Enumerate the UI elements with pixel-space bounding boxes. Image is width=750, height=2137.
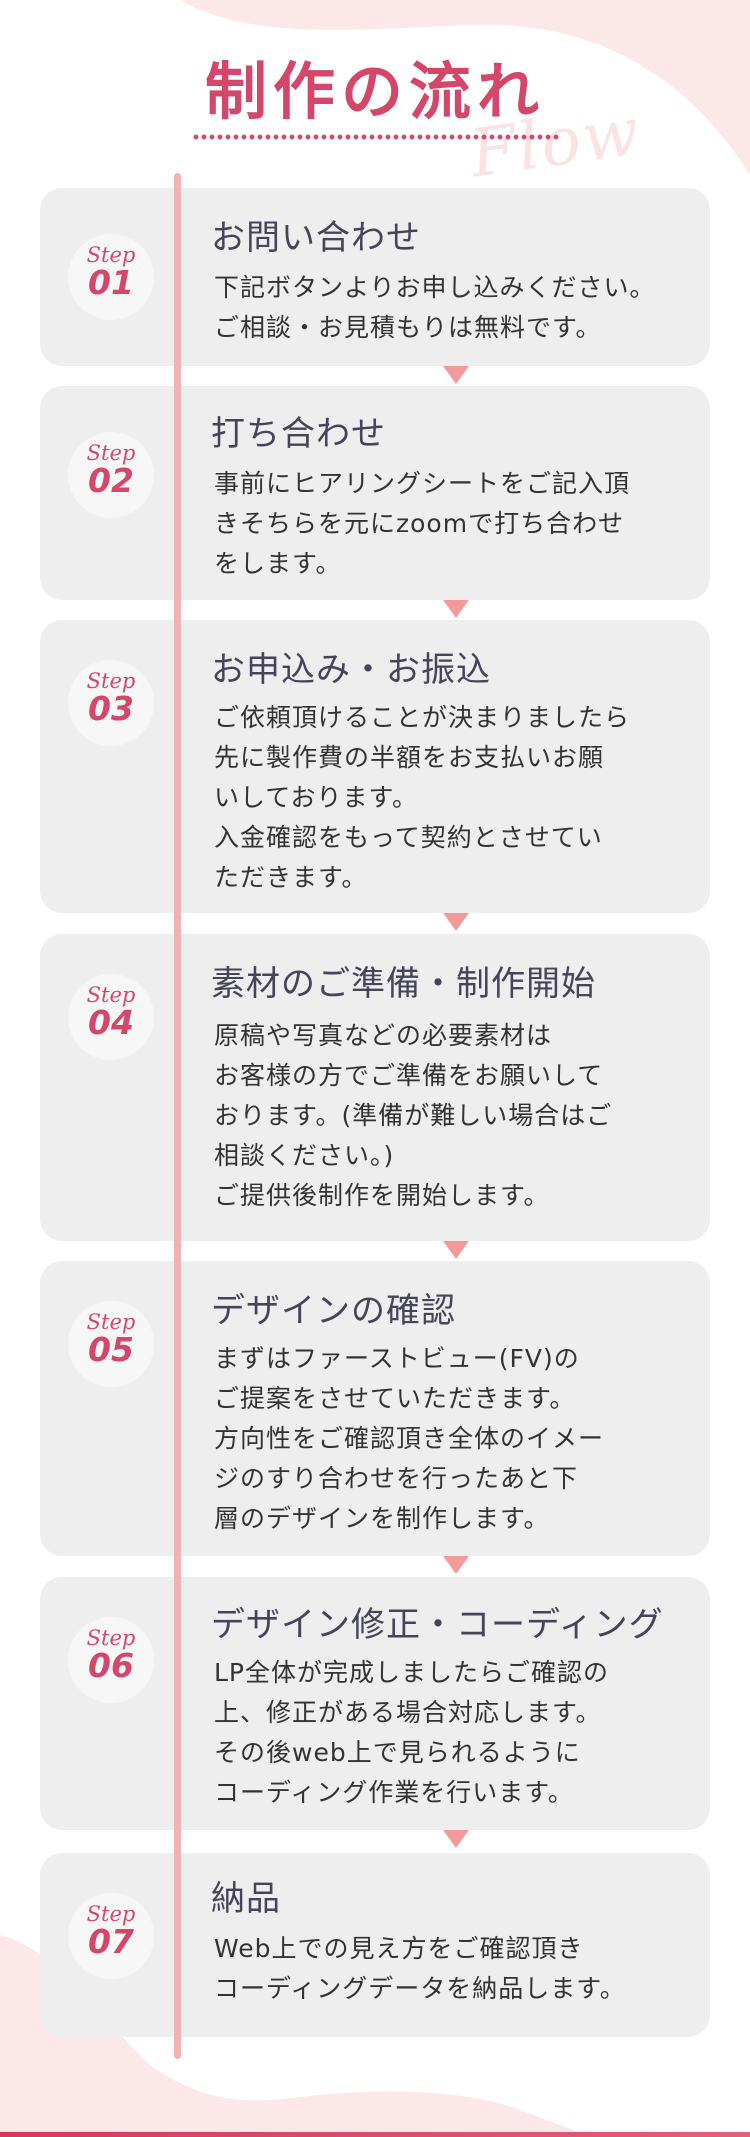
bottom-accent-bar	[0, 2132, 750, 2137]
down-arrow-icon	[443, 913, 469, 931]
step-card-05: Step 05 デザインの確認 まずはファーストビュー(FV)の ご提案をさせて…	[40, 1261, 710, 1556]
step-label: Step	[86, 1626, 136, 1650]
step-badge: Step 01	[68, 234, 154, 320]
step-card-07: Step 07 納品 Web上での見え方をご確認頂き コーディングデータを納品し…	[40, 1853, 710, 2037]
step-description: LP全体が完成しましたらご確認の 上、修正がある場合対応します。 その後web上…	[214, 1658, 610, 1807]
down-arrow-icon	[443, 1556, 469, 1574]
step-description: 原稿や写真などの必要素材は お客様の方でご準備をお願いして おります。(準備が難…	[214, 1021, 613, 1210]
step-title: デザイン修正・コーディング	[211, 1605, 664, 1645]
timeline-line	[174, 173, 181, 2059]
step-title: 打ち合わせ	[211, 414, 386, 454]
header: 制作の流れ	[0, 52, 750, 132]
step-label: Step	[86, 669, 136, 693]
step-description: まずはファーストビュー(FV)の ご提案をさせていただきます。 方向性をご確認頂…	[214, 1344, 605, 1533]
step-label: Step	[86, 1902, 136, 1926]
step-description: 下記ボタンよりお申し込みください。 ご相談・お見積もりは無料です。	[214, 273, 656, 342]
step-title: お申込み・お振込	[211, 650, 491, 690]
step-label: Step	[86, 441, 136, 465]
step-badge: Step 04	[68, 974, 154, 1060]
step-label: Step	[86, 243, 136, 267]
step-title: 素材のご準備・制作開始	[211, 964, 596, 1004]
down-arrow-icon	[443, 1241, 469, 1259]
down-arrow-icon	[443, 600, 469, 618]
step-badge: Step 07	[68, 1893, 154, 1979]
step-card-01: Step 01 お問い合わせ 下記ボタンよりお申し込みください。 ご相談・お見積…	[40, 188, 710, 366]
step-label: Step	[86, 1310, 136, 1334]
step-number: 03	[88, 689, 134, 728]
down-arrow-icon	[443, 366, 469, 384]
step-badge: Step 06	[68, 1617, 154, 1703]
page-title: 制作の流れ	[204, 55, 545, 128]
step-number: 02	[88, 461, 134, 500]
step-description: ご依頼頂けることが決まりましたら 先に製作費の半額をお支払いお願 いしております…	[214, 703, 631, 892]
step-number: 01	[88, 263, 134, 302]
step-label: Step	[86, 983, 136, 1007]
step-description: Web上での見え方をご確認頂き コーディングデータを納品します。	[214, 1934, 626, 2003]
step-title: デザインの確認	[211, 1291, 456, 1331]
step-card-03: Step 03 お申込み・お振込 ご依頼頂けることが決まりましたら 先に製作費の…	[40, 620, 710, 913]
step-card-06: Step 06 デザイン修正・コーディング LP全体が完成しましたらご確認の 上…	[40, 1577, 710, 1830]
step-badge: Step 02	[68, 432, 154, 518]
down-arrow-icon	[443, 1830, 469, 1848]
step-badge: Step 03	[68, 660, 154, 746]
step-number: 06	[88, 1646, 134, 1685]
step-card-04: Step 04 素材のご準備・制作開始 原稿や写真などの必要素材は お客様の方で…	[40, 934, 710, 1241]
step-description: 事前にヒアリングシートをご記入頂 きそちらを元にzoomで打ち合わせ をします。	[214, 469, 631, 578]
step-number: 07	[88, 1922, 134, 1961]
step-number: 04	[88, 1003, 134, 1042]
step-title: 納品	[211, 1879, 281, 1919]
step-badge: Step 05	[68, 1301, 154, 1387]
step-number: 05	[88, 1330, 134, 1369]
step-title: お問い合わせ	[211, 218, 421, 258]
step-card-02: Step 02 打ち合わせ 事前にヒアリングシートをご記入頂 きそちらを元にzo…	[40, 386, 710, 600]
title-dotted-underline	[192, 134, 560, 140]
